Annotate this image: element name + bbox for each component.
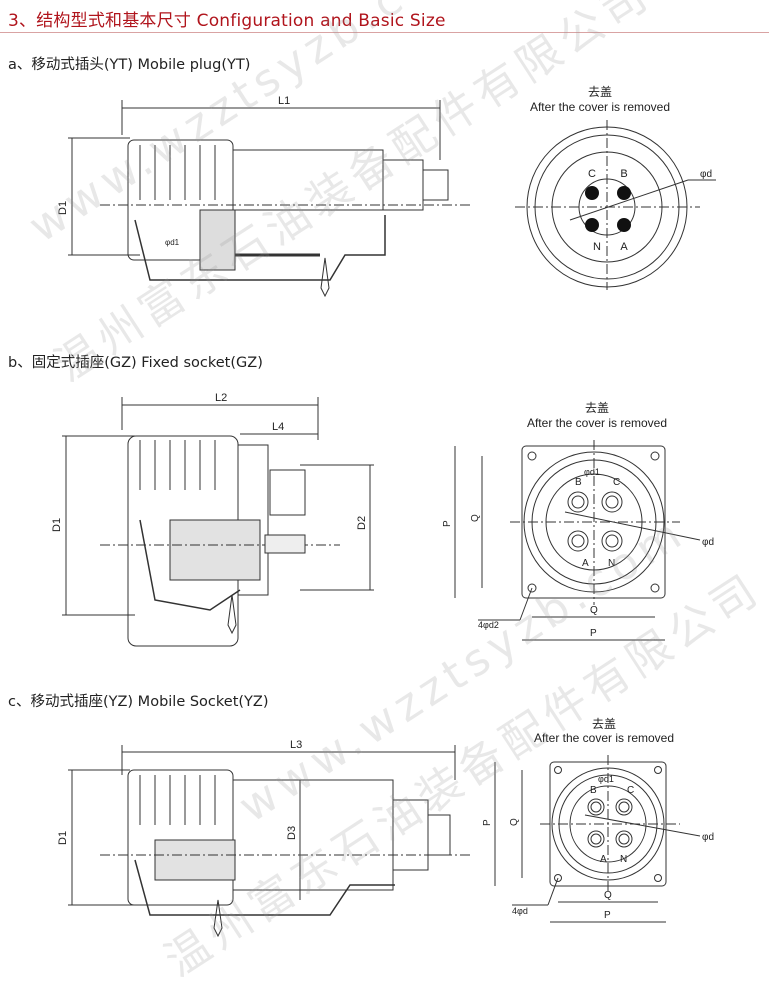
dim-d2: D2 — [356, 516, 368, 530]
dim-p-horizontal: P — [590, 628, 597, 639]
pin-c: C — [613, 477, 620, 488]
dim-d1: D1 — [57, 831, 69, 845]
dim-pd1: φd1 — [165, 238, 180, 247]
pin-b: B — [575, 477, 582, 488]
pin-n: N — [593, 241, 601, 253]
section-a-label: a、移动式插头(YT) Mobile plug(YT) — [8, 57, 251, 73]
cover-removed-cn: 去盖 — [588, 85, 612, 99]
plug-side-view: L1 D1 φd1 — [57, 95, 470, 298]
dim-p: P — [442, 520, 453, 527]
dim-d1: D1 — [57, 201, 69, 215]
dim-l3: L3 — [290, 739, 302, 751]
section-c-label: c、移动式插座(YZ) Mobile Socket(YZ) — [8, 694, 269, 710]
dim-pd1: φd1 — [584, 467, 600, 477]
dim-d1: D1 — [51, 518, 63, 532]
dim-q: Q — [590, 605, 598, 616]
cover-removed-en: After the cover is removed — [534, 731, 674, 745]
dim-holes: 4φd — [512, 906, 528, 916]
dim-l4: L4 — [272, 421, 284, 433]
plug-front-view: 去盖 After the cover is removed C B N A φd — [515, 85, 716, 290]
dim-p-horizontal: P — [604, 910, 611, 921]
dim-q-vertical: Q — [470, 514, 481, 522]
section-b-label: b、固定式插座(GZ) Fixed socket(GZ) — [8, 355, 263, 371]
pin-a: A — [582, 558, 589, 569]
pin-a: A — [600, 854, 607, 865]
dim-pd: φd — [702, 537, 714, 548]
dim-l1: L1 — [278, 95, 290, 107]
technical-drawings: L1 D1 φd1 去盖 After the cover is removed … — [51, 85, 716, 938]
pin-c: C — [627, 785, 634, 796]
pin-n: N — [620, 854, 627, 865]
cover-removed-en: After the cover is removed — [530, 100, 670, 114]
cover-removed-cn: 去盖 — [585, 401, 609, 415]
pin-n: N — [608, 558, 615, 569]
mobile-socket-side-view: L3 D1 D3 — [57, 739, 470, 938]
dim-d3: D3 — [286, 826, 298, 840]
dim-holes: 4φd2 — [478, 620, 499, 630]
page-title: 3、结构型式和基本尺寸 Configuration and Basic Size — [8, 11, 446, 31]
pin-a: A — [620, 241, 628, 253]
mobile-socket-front-view: 去盖 After the cover is removed B C A N φd… — [482, 717, 714, 923]
dim-pd1: φd1 — [598, 774, 614, 784]
dim-q-vertical: Q — [509, 818, 520, 826]
fixed-socket-front-view: 去盖 After the cover is removed B C A N φd… — [442, 401, 714, 641]
pin-b: B — [590, 785, 597, 796]
cover-removed-cn: 去盖 — [592, 717, 616, 731]
dim-p: P — [482, 819, 493, 826]
dim-q: Q — [604, 890, 612, 901]
title-divider — [0, 32, 769, 33]
dim-pd: φd — [700, 169, 712, 180]
dim-pd: φd — [702, 832, 714, 843]
pin-c: C — [588, 168, 596, 180]
fixed-socket-side-view: L2 L4 D1 D2 — [51, 392, 374, 647]
cover-removed-en: After the cover is removed — [527, 416, 667, 430]
dim-l2: L2 — [215, 392, 227, 404]
pin-b: B — [620, 168, 627, 180]
